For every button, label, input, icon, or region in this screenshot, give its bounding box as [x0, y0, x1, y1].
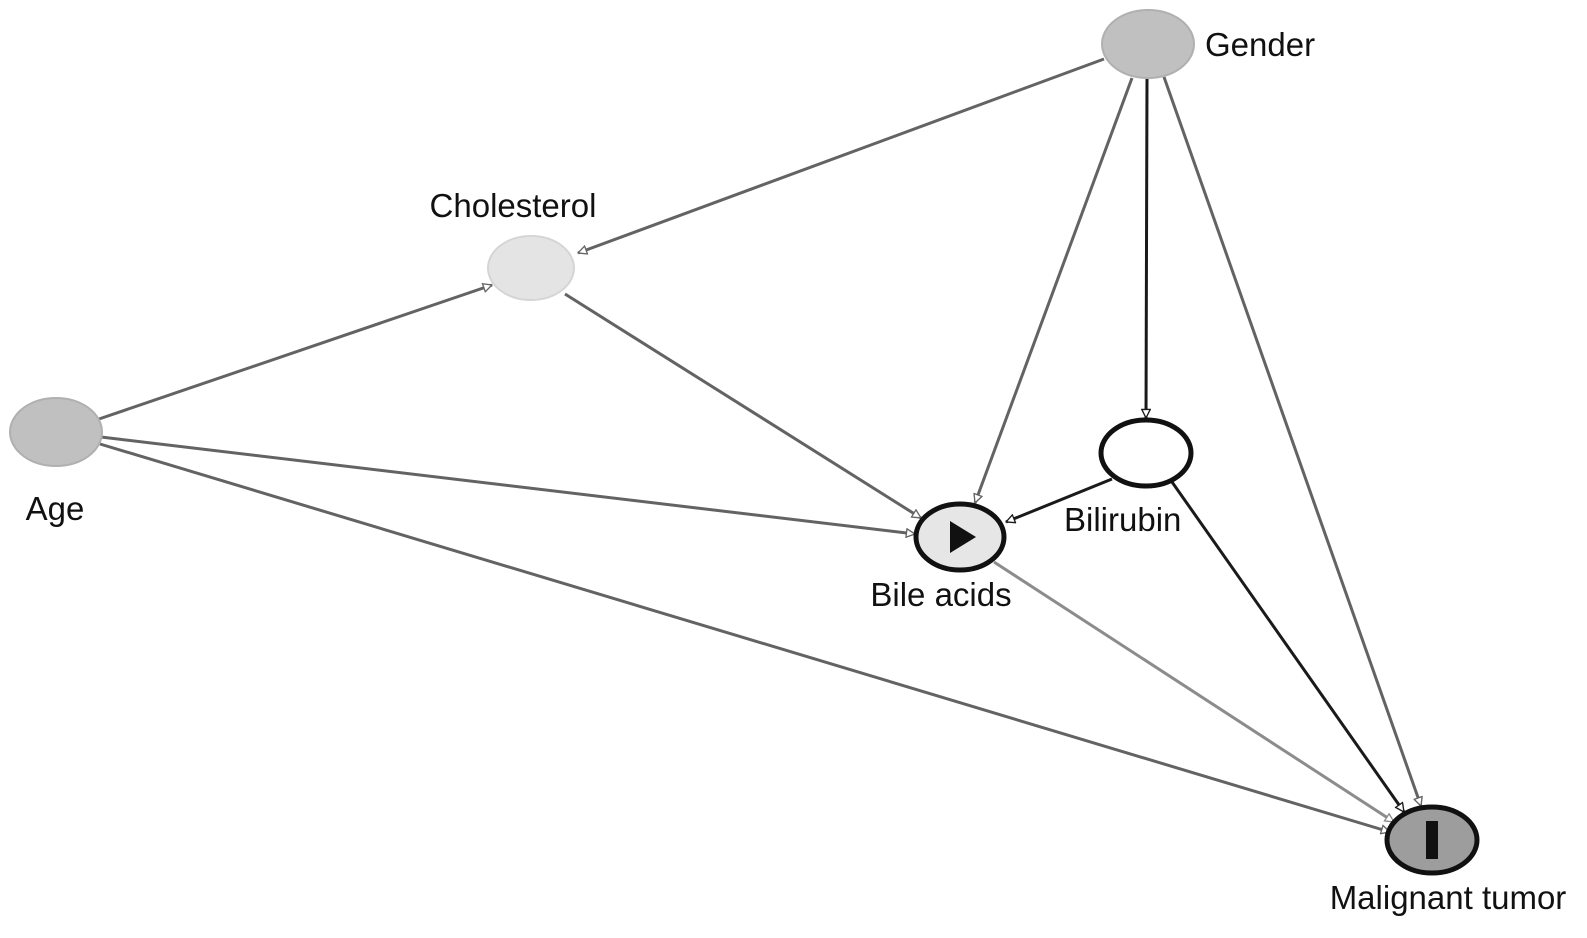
- node-bilirubin[interactable]: [1098, 417, 1194, 489]
- edge-line-bilirubin-to-bile-acids: [1006, 477, 1113, 522]
- node-shape-cholesterol[interactable]: [487, 235, 575, 301]
- edge-age-cholesterol: [98, 285, 492, 421]
- edges-layer: [98, 57, 1421, 832]
- node-malignant-tumor[interactable]: [1384, 804, 1480, 876]
- node-label-gender: Gender: [1205, 26, 1315, 63]
- node-shape-age[interactable]: [9, 397, 103, 467]
- edge-line-gender-to-bile-acids: [975, 77, 1134, 503]
- edge-age-bile-acids: [100, 435, 915, 534]
- node-label-bilirubin: Bilirubin: [1064, 501, 1181, 538]
- edge-line-bile-acids-to-malignant-tumor: [993, 560, 1394, 824]
- edge-bile-acids-malignant-tumor: [993, 560, 1394, 824]
- edge-age-malignant-tumor: [99, 442, 1390, 832]
- edge-bilirubin-bile-acids: [1006, 477, 1113, 522]
- edge-line-age-to-malignant-tumor: [99, 442, 1390, 832]
- node-label-malignant-tumor: Malignant tumor: [1330, 879, 1567, 916]
- node-shape-gender[interactable]: [1101, 9, 1195, 79]
- node-cholesterol[interactable]: [487, 235, 575, 301]
- edge-line-age-to-cholesterol: [98, 285, 492, 421]
- edge-line-cholesterol-to-bile-acids: [564, 292, 921, 520]
- edge-line-gender-to-cholesterol: [578, 57, 1105, 253]
- edge-line-age-to-bile-acids: [100, 435, 915, 534]
- edge-gender-cholesterol: [578, 57, 1105, 253]
- edge-line-bilirubin-to-malignant-tumor: [1170, 481, 1406, 812]
- edge-gender-bile-acids: [975, 77, 1134, 503]
- node-age[interactable]: [9, 397, 103, 467]
- node-shape-bilirubin[interactable]: [1098, 417, 1194, 489]
- node-gender[interactable]: [1101, 9, 1195, 79]
- nodes-layer: [9, 9, 1480, 876]
- edge-cholesterol-bile-acids: [564, 292, 921, 520]
- node-bile-acids[interactable]: [913, 501, 1007, 573]
- node-label-age: Age: [26, 490, 85, 527]
- node-label-bile-acids: Bile acids: [870, 576, 1011, 613]
- node-label-cholesterol: Cholesterol: [430, 187, 597, 224]
- edge-line-gender-to-malignant-tumor: [1162, 76, 1421, 806]
- play-triangle-icon: [950, 521, 976, 553]
- edge-gender-malignant-tumor: [1162, 76, 1421, 806]
- edge-gender-bilirubin: [1146, 77, 1147, 418]
- vertical-bar-icon: [1426, 821, 1438, 859]
- edge-bilirubin-malignant-tumor: [1170, 481, 1406, 812]
- edge-line-gender-to-bilirubin: [1146, 77, 1147, 418]
